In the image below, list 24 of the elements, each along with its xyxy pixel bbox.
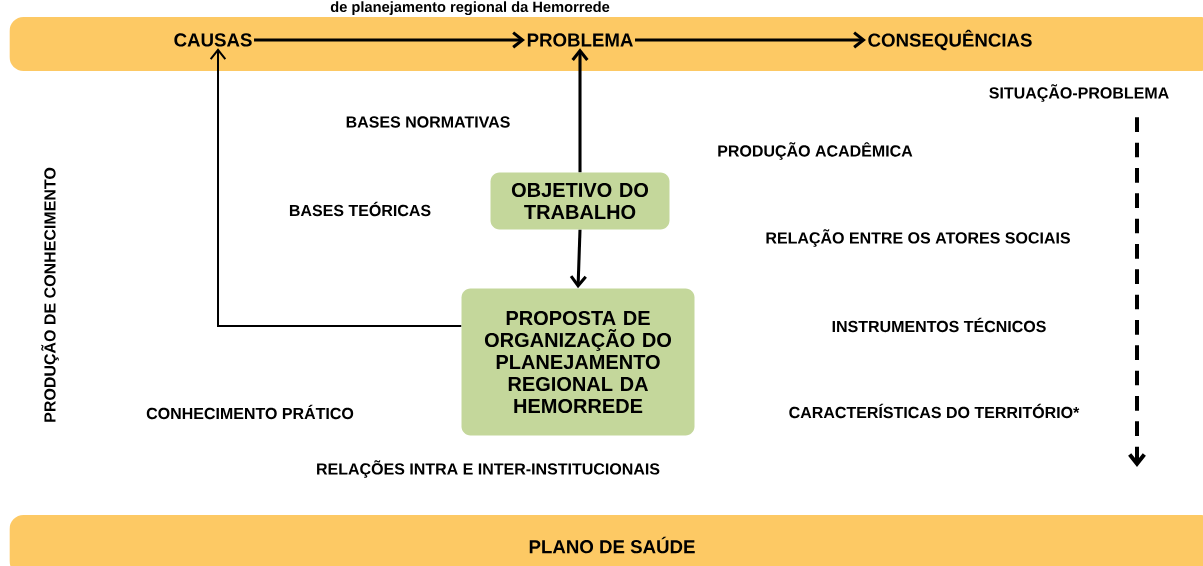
process-box: PROPOSTA DE ORGANIZAÇÃO DO PLANEJAMENTO REGIONAL DA HEMORREDE xyxy=(461,288,695,436)
text-label: BASES NORMATIVAS xyxy=(346,116,510,128)
header-band xyxy=(9,17,1203,71)
text-label: PRODUÇÃO DE CONHECIMENTO xyxy=(41,167,59,422)
arrow xyxy=(569,229,587,289)
arrow xyxy=(254,31,525,49)
arrow xyxy=(635,31,866,49)
arrow xyxy=(209,48,463,327)
band-label: CONSEQUÊNCIAS xyxy=(868,29,1032,51)
band-label: CAUSAS xyxy=(174,33,252,47)
text-label: INSTRUMENTOS TÉCNICOS xyxy=(832,317,1046,333)
process-box: OBJETIVO DO TRABALHO xyxy=(490,172,670,230)
text-label: SITUAÇÃO-PROBLEMA xyxy=(989,84,1169,102)
text-label: CONHECIMENTO PRÁTICO xyxy=(146,404,354,420)
arrow xyxy=(1128,117,1146,467)
footer-band: PLANO DE SAÚDE xyxy=(9,515,1203,566)
text-label: PRODUÇÃO ACADÊMICA xyxy=(718,142,913,160)
text-label: RELAÇÃO ENTRE OS ATORES SOCIAIS xyxy=(766,229,1070,247)
title: de planejamento regional da Hemorrede xyxy=(330,1,610,15)
band-label: PROBLEMA xyxy=(527,33,633,47)
text-label: RELAÇÕES INTRA E INTER-INSTITUCIONAIS xyxy=(317,460,660,478)
text-label: CARACTERÍSTICAS DO TERRITÓRIO* xyxy=(789,403,1080,419)
arrow xyxy=(571,48,589,173)
text-label: BASES TEÓRICAS xyxy=(289,201,431,217)
